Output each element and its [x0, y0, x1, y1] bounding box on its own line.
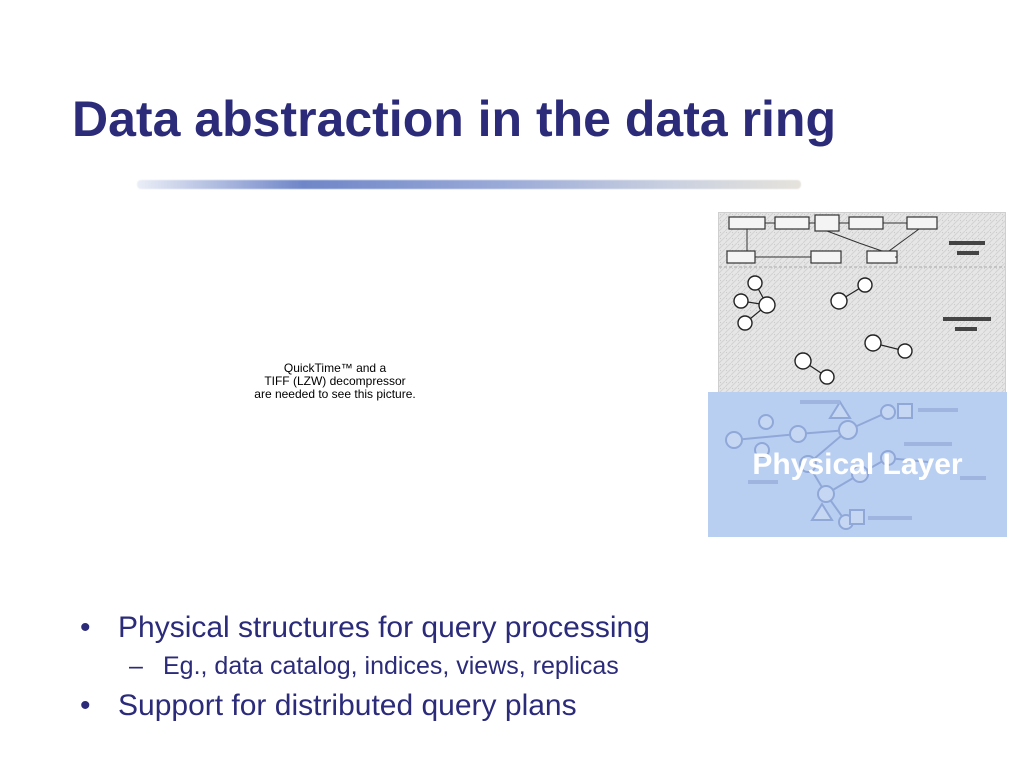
physical-layer-label: Physical Layer	[752, 448, 963, 481]
slide-title: Data abstraction in the data ring	[72, 91, 837, 147]
bullet-list: • Physical structures for query processi…	[80, 608, 980, 726]
layer-diagram-image	[718, 212, 1006, 394]
bullet-marker: •	[80, 689, 91, 722]
layer-diagram-graphic	[719, 213, 1005, 393]
sub-bullet-marker: –	[129, 652, 143, 680]
placeholder-line: are needed to see this picture.	[254, 387, 416, 401]
missing-picture-placeholder: QuickTime™ and a TIFF (LZW) decompressor…	[225, 362, 445, 401]
sub-bullet-text: Eg., data catalog, indices, views, repli…	[163, 652, 619, 680]
physical-layer-overlay: Physical Layer	[708, 392, 1007, 537]
title-underline	[137, 180, 801, 189]
sub-bullet-item: – Eg., data catalog, indices, views, rep…	[80, 648, 980, 684]
bullet-item: • Support for distributed query plans	[80, 686, 980, 726]
bullet-marker: •	[80, 611, 91, 644]
placeholder-line: QuickTime™ and a	[283, 361, 387, 375]
placeholder-line: TIFF (LZW) decompressor	[264, 374, 406, 388]
physical-layer-graphic	[725, 400, 986, 530]
bullet-text: Physical structures for query processing	[118, 611, 650, 644]
bullet-item: • Physical structures for query processi…	[80, 608, 980, 648]
bullet-text: Support for distributed query plans	[118, 689, 577, 722]
